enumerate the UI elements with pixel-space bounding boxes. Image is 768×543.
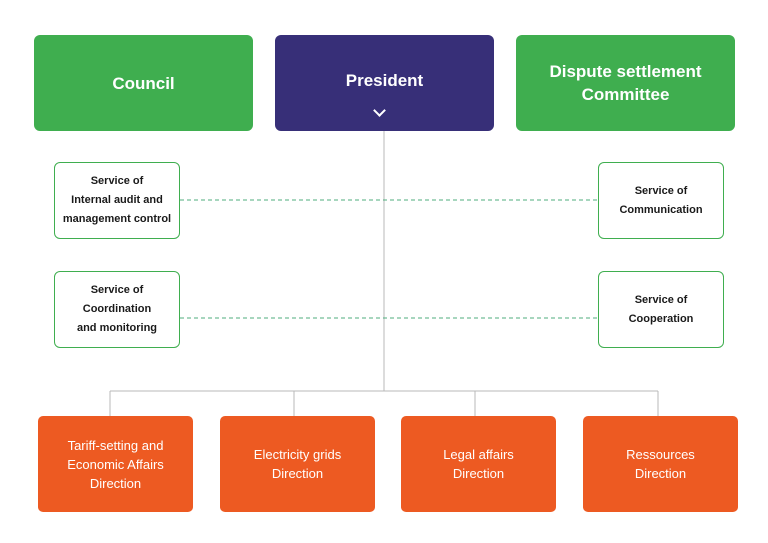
direction-resources-label: Ressources Direction <box>626 447 695 481</box>
direction-grids-label: Electricity grids Direction <box>253 447 342 481</box>
dispute-committee-label: Dispute settlement Committee <box>549 62 702 104</box>
president-label: President <box>345 70 424 90</box>
service-cooperation-label: Service of Cooperation <box>628 293 694 325</box>
council-label: Council <box>112 73 175 93</box>
direction-tariff-label: Tariff-setting and Economic Affairs Dire… <box>67 437 164 491</box>
dispute-committee-box[interactable]: Dispute settlement Committee <box>516 35 735 131</box>
direction-legal-box[interactable]: Legal affairs Direction <box>401 416 556 512</box>
service-internal-audit-label: Service of Internal audit and management… <box>62 175 172 225</box>
service-coordination-box[interactable]: Service of Coordination and monitoring <box>54 271 180 348</box>
service-communication-box[interactable]: Service of Communication <box>598 162 724 239</box>
service-communication-label: Service of Communication <box>619 184 703 216</box>
service-cooperation-box[interactable]: Service of Cooperation <box>598 271 724 348</box>
direction-tariff-box[interactable]: Tariff-setting and Economic Affairs Dire… <box>38 416 193 512</box>
direction-grids-box[interactable]: Electricity grids Direction <box>220 416 375 512</box>
direction-legal-label: Legal affairs Direction <box>443 447 514 481</box>
president-box[interactable]: President <box>275 35 494 131</box>
service-internal-audit-box[interactable]: Service of Internal audit and management… <box>54 162 180 239</box>
direction-resources-box[interactable]: Ressources Direction <box>583 416 738 512</box>
council-box[interactable]: Council <box>34 35 253 131</box>
service-coordination-label: Service of Coordination and monitoring <box>76 284 158 334</box>
